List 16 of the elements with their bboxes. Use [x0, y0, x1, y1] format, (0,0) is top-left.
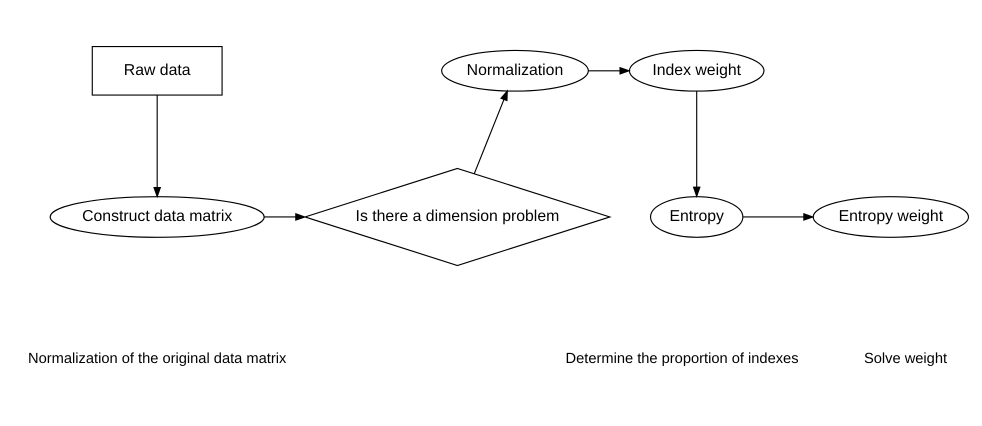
node-ellipse: Normalization	[440, 50, 588, 92]
arrow	[473, 89, 508, 174]
node-ellipse: Entropy	[649, 196, 743, 238]
node-ellipse: Entropy weight	[812, 196, 969, 238]
node-diamond: Is there a dimension problem	[302, 168, 612, 266]
label: Determine the proportion of indexes	[565, 351, 798, 368]
arrow	[742, 213, 814, 221]
arrow	[152, 95, 161, 198]
node-box: Raw data	[91, 46, 222, 96]
node-ellipse: Construct data matrix	[49, 196, 264, 238]
label: Normalization of the original data matrix	[28, 351, 286, 368]
arrow	[692, 91, 700, 198]
label: Solve weight	[863, 351, 947, 368]
node-ellipse: Index weight	[628, 50, 764, 92]
arrow	[264, 213, 306, 221]
arrow	[588, 66, 630, 75]
